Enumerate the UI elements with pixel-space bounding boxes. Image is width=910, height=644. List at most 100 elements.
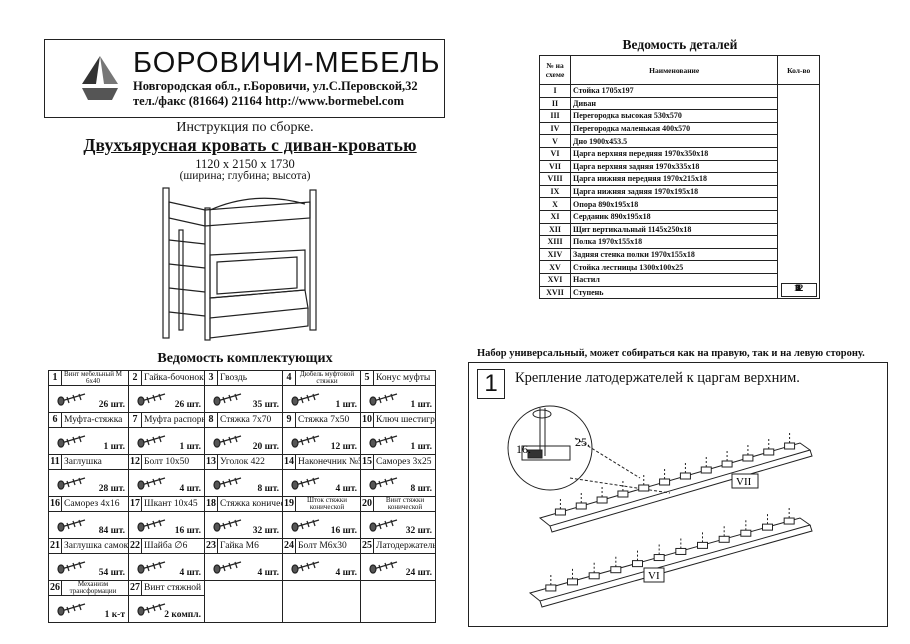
kit-item-cell: 54 шт. — [48, 553, 129, 581]
company-address: Новгородская обл., г.Боровичи, ул.С.Перо… — [133, 79, 418, 93]
cap-icon — [57, 477, 86, 490]
slat-holder-icon — [554, 508, 566, 516]
kit-item-number: 16 — [50, 497, 62, 511]
slat-holder-icon — [742, 454, 754, 462]
kit-item-qty: 84 шт. — [98, 526, 125, 536]
parts-cell-num: XIII — [539, 235, 571, 249]
dowel-pin-icon — [137, 519, 166, 532]
kit-item-qty: 4 шт. — [335, 484, 357, 494]
parts-table-header: № на схеме Наименование Кол-во — [539, 55, 820, 85]
kit-item-name: Гайка-бочонок — [144, 373, 204, 383]
kit-item-cell: 20 шт. — [204, 427, 283, 455]
kit-item-cell: 1 шт. — [360, 427, 436, 455]
kit-item-cell: 16 шт. — [282, 511, 361, 539]
bunk-bed-illustration — [162, 187, 317, 341]
kit-item-qty: 1 шт. — [179, 442, 201, 452]
empty-cell — [282, 580, 361, 596]
slat-holder-icon — [610, 566, 622, 574]
kit-item-name: Шкант 10х45 — [144, 499, 198, 509]
slat-holder-icon — [588, 572, 600, 580]
slat-holder-icon — [718, 535, 730, 543]
kit-item-name: Гвоздь — [220, 373, 248, 383]
slat-holder-icon — [679, 472, 691, 480]
kit-item-name: Шток стяжки конической — [307, 497, 347, 511]
parts-cell-num: IX — [539, 184, 571, 199]
parts-cell-num: XVII — [539, 285, 571, 300]
kit-item-cell: 12 шт. — [282, 427, 361, 455]
slat-holder-icon — [784, 442, 796, 450]
kit-list-heading: Ведомость комплектующих — [157, 351, 333, 366]
product-dimensions: 1120 x 2150 x 1730 — [195, 157, 295, 171]
nut-icon — [213, 561, 242, 574]
kit-item-name: Саморез 3х25 — [376, 457, 432, 467]
kit-item-cell: 8 шт. — [360, 469, 436, 497]
parts-cell-num: XV — [539, 260, 571, 274]
kit-item-qty: 24 шт. — [405, 568, 432, 578]
kit-item-number: 26 — [50, 581, 62, 595]
slat-holder-icon — [653, 554, 665, 562]
kit-item-name: Ключ шестигр. — [376, 415, 435, 425]
parts-cell-num: V — [539, 134, 571, 148]
parts-cell-name: Перегородка маленькая 400х570 — [569, 121, 779, 136]
self-tapping-screw-icon — [57, 519, 86, 532]
conical-tie-icon — [213, 519, 242, 532]
part-label-vii: VII — [736, 476, 752, 488]
kit-item-number: 13 — [206, 455, 218, 469]
parts-cell-name: Серданик 890х195х18 — [569, 209, 779, 224]
assembly-note: Набор универсальный, может собираться ка… — [477, 348, 865, 359]
slat-holder-icon — [740, 529, 752, 537]
parts-cell-name: Стойка 1705х197 — [569, 84, 779, 98]
step-number: 1 — [477, 369, 505, 399]
step-instruction: Крепление латодержателей к царгам верхни… — [515, 370, 800, 386]
kit-item-cell: 16 шт. — [128, 511, 205, 539]
kit-item-qty: 8 шт. — [257, 484, 279, 494]
parts-cell-name: Дно 1900х453.5 — [569, 134, 779, 148]
company-header-box — [44, 39, 445, 118]
kit-item-cell: 26 шт. — [48, 385, 129, 413]
slat-holder-icon — [567, 578, 578, 586]
kit-item-number: 17 — [130, 497, 142, 511]
kit-item-name: Уголок 422 — [220, 457, 265, 467]
slat-holder-icon — [659, 478, 671, 486]
kit-item-name: Винт стяжной — [144, 583, 202, 593]
kit-item-qty: 8 шт. — [410, 484, 432, 494]
kit-item-name: Винт стяжки конической — [385, 497, 425, 511]
kit-item-number: 11 — [49, 455, 62, 469]
kit-item-qty: 54 шт. — [98, 568, 125, 578]
parts-cell-num: II — [539, 96, 571, 111]
kit-item-cell: 4 шт. — [282, 469, 361, 497]
tie-screw-icon — [291, 435, 320, 448]
parts-cell-num: XII — [539, 222, 571, 237]
kit-item-qty: 26 шт. — [174, 400, 201, 410]
slat-holder-icon — [369, 561, 398, 574]
kit-item-number: 4 — [283, 371, 296, 385]
kit-item-name: Муфта-стяжка — [64, 415, 123, 425]
product-title: Двухъярусная кровать с диван-кроватью — [83, 135, 417, 155]
parts-cell-name: Щит вертикальный 1145х250х18 — [569, 222, 779, 237]
coupling-icon — [57, 435, 86, 448]
kit-item-cell: 1 шт. — [128, 427, 205, 455]
slat-holder-icon — [675, 547, 687, 555]
